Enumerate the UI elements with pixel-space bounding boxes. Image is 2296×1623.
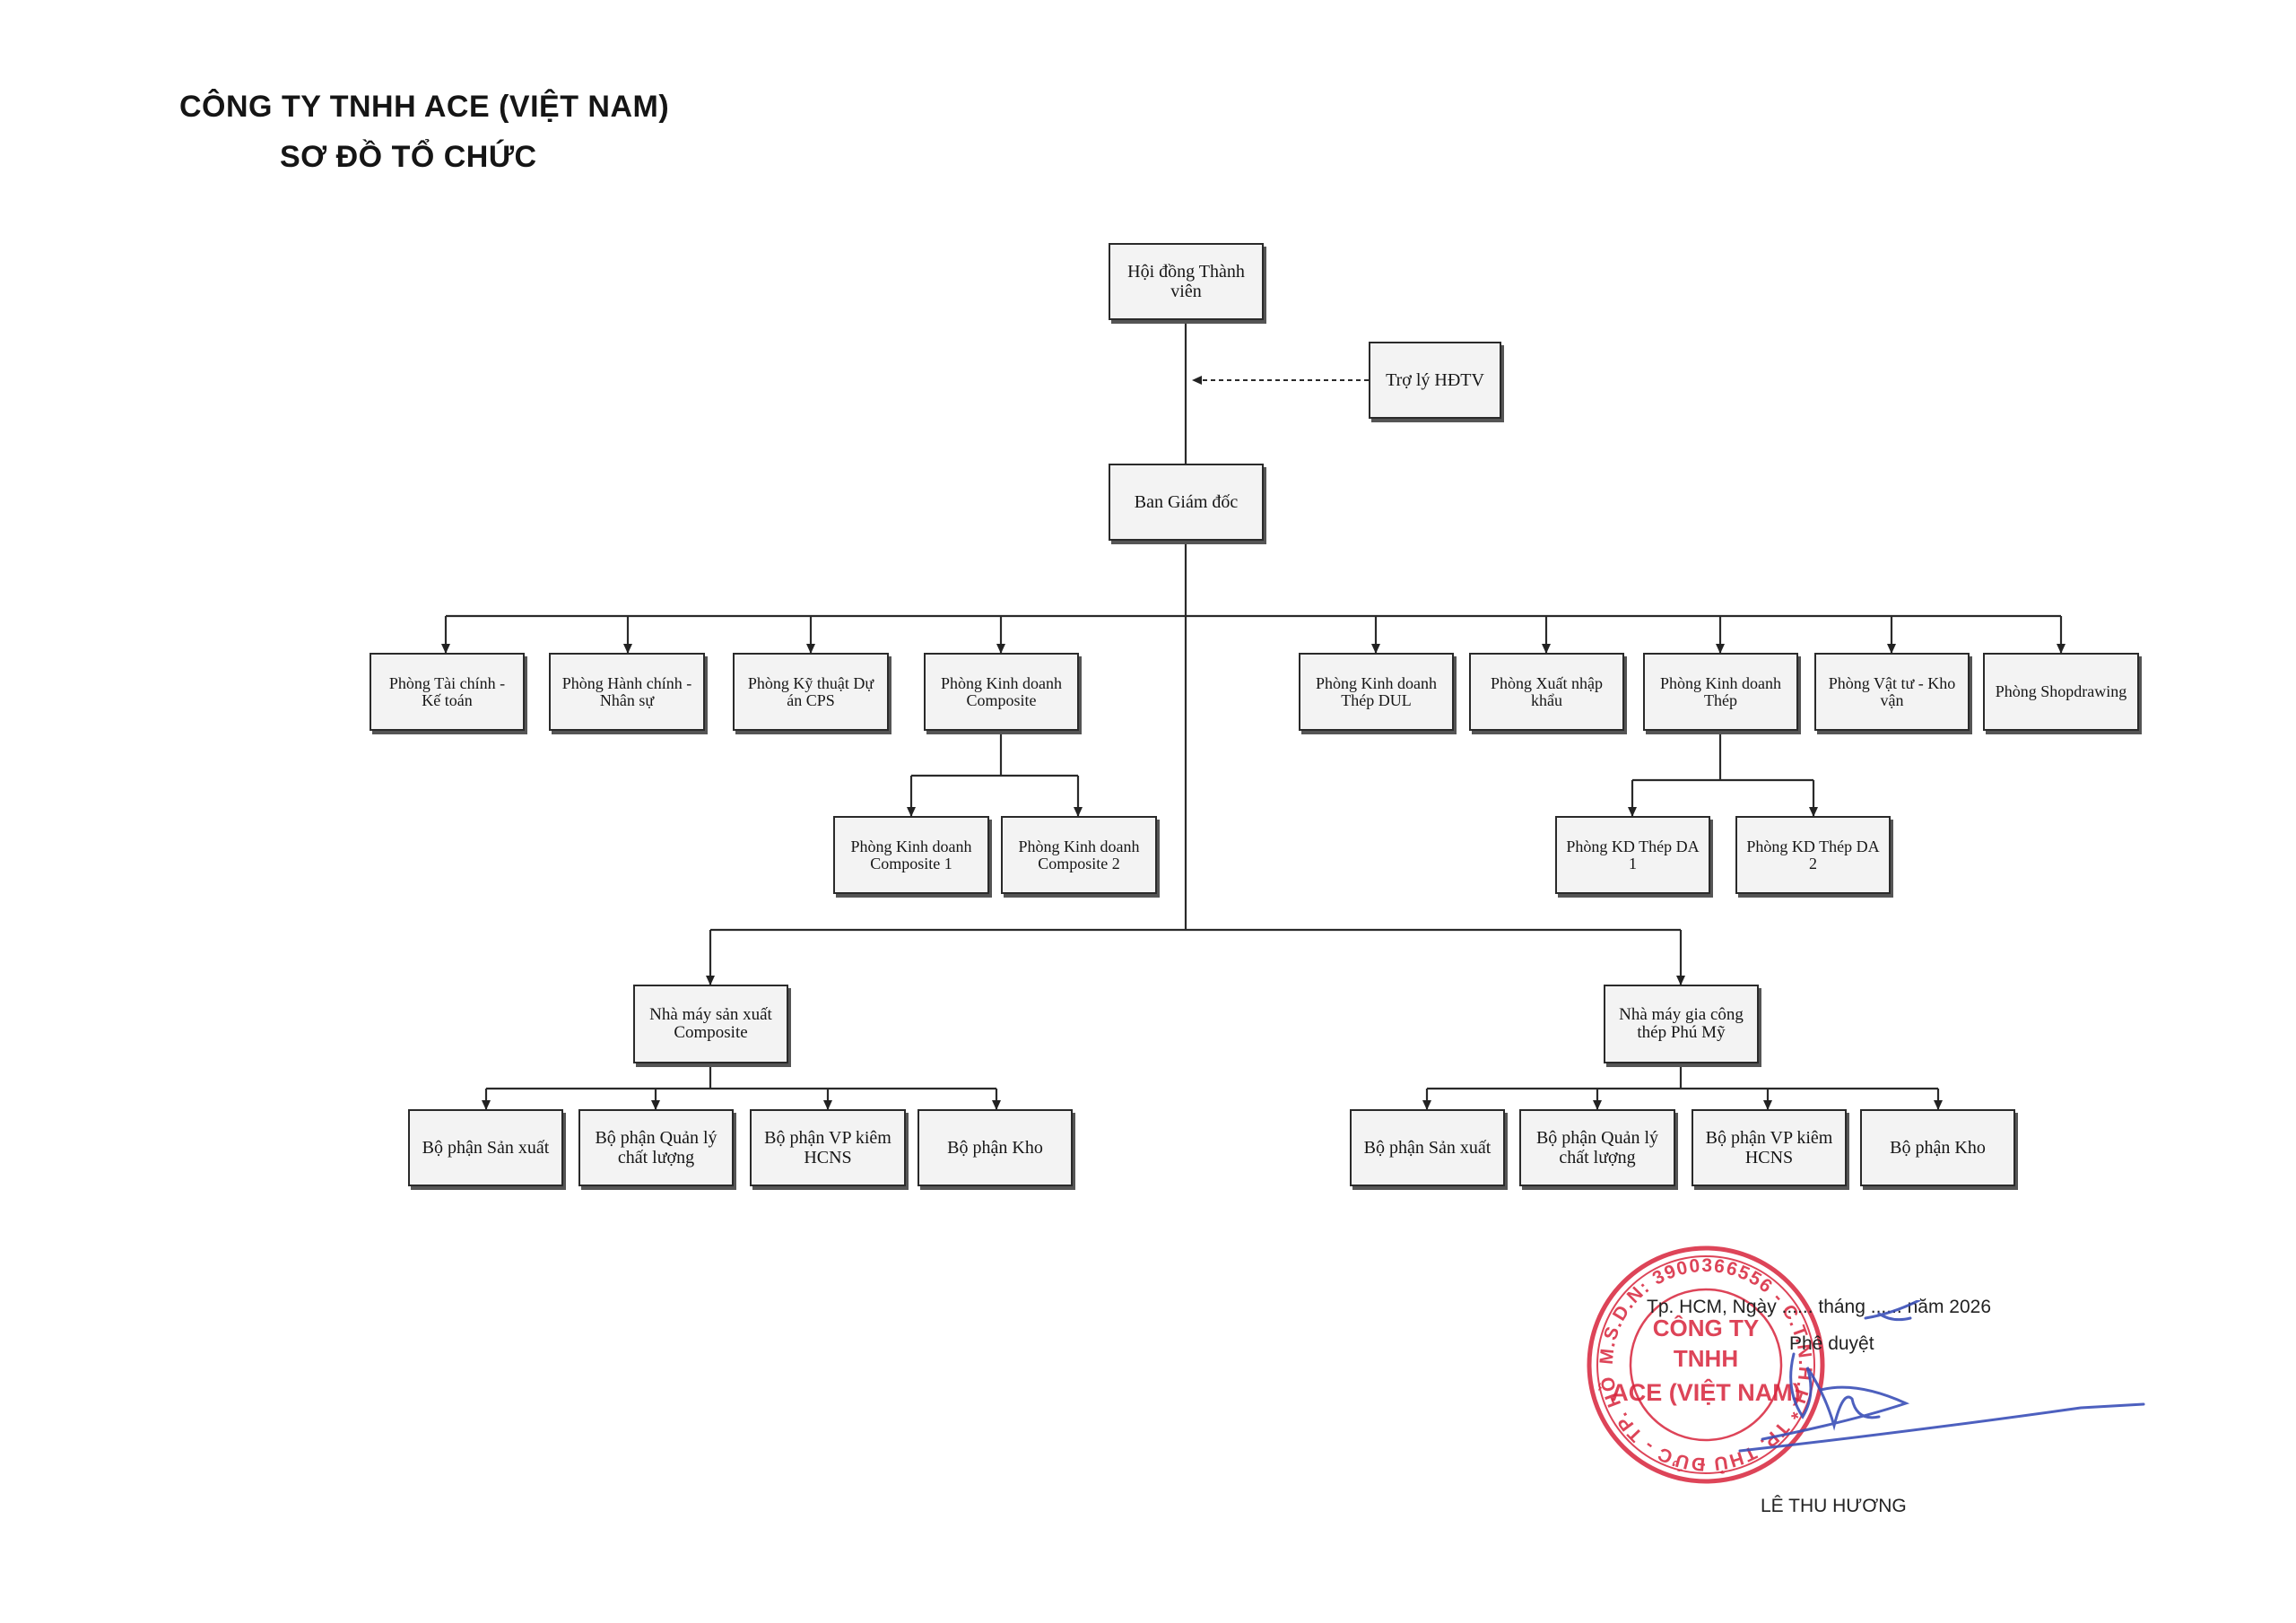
board-box: Hội đồng Thành viên	[1109, 243, 1264, 320]
steel-unit-warehouse-box: Bộ phận Kho	[1860, 1109, 2015, 1186]
stamp-center-line-2: TNHH	[1674, 1345, 1738, 1372]
unit-label: Bộ phận Sản xuất	[422, 1138, 550, 1158]
unit-label: Bộ phận Kho	[1890, 1138, 1986, 1158]
unit-label: Bộ phận VP kiêm HCNS	[1705, 1128, 1833, 1167]
dept-finance-label: Phòng Tài chính - Kế toán	[388, 673, 506, 709]
dept-import-export-label: Phòng Xuất nhập khẩu	[1491, 673, 1603, 709]
dept-finance-box: Phòng Tài chính - Kế toán	[370, 653, 525, 731]
dept-sales-composite-label: Phòng Kinh doanh Composite	[941, 673, 1062, 709]
factory-steel-label: Nhà máy gia công thép Phú Mỹ	[1619, 1005, 1744, 1042]
composite-unit-warehouse-box: Bộ phận Kho	[918, 1109, 1073, 1186]
dept-project-tech-label: Phòng Kỹ thuật Dự án CPS	[747, 673, 874, 709]
dept-project-tech-box: Phòng Kỹ thuật Dự án CPS	[733, 653, 889, 731]
subdept-composite-1-label: Phòng Kinh doanh Composite 1	[850, 837, 972, 872]
dept-sales-steel-dul-box: Phòng Kinh doanh Thép DUL	[1299, 653, 1454, 731]
dept-hr-admin-box: Phòng Hành chính - Nhân sự	[549, 653, 705, 731]
unit-label: Bộ phận Quản lý chất lượng	[595, 1128, 718, 1167]
steel-unit-quality-box: Bộ phận Quản lý chất lượng	[1519, 1109, 1675, 1186]
signer-name: LÊ THU HƯƠNG	[1761, 1496, 1907, 1516]
dept-import-export-box: Phòng Xuất nhập khẩu	[1469, 653, 1624, 731]
dept-sales-steel-dul-label: Phòng Kinh doanh Thép DUL	[1316, 673, 1437, 709]
steel-unit-production-box: Bộ phận Sản xuất	[1350, 1109, 1505, 1186]
factory-steel-box: Nhà máy gia công thép Phú Mỹ	[1604, 985, 1759, 1063]
unit-label: Bộ phận VP kiêm HCNS	[764, 1128, 891, 1167]
board-assistant-box: Trợ lý HĐTV	[1369, 342, 1501, 419]
directors-label: Ban Giám đốc	[1134, 492, 1239, 512]
approval-place-date: Tp. HCM, Ngày ...... tháng ...... năm 20…	[1647, 1297, 1991, 1317]
subdept-composite-2-box: Phòng Kinh doanh Composite 2	[1001, 816, 1157, 894]
dept-materials-logistics-box: Phòng Vật tư - Kho vận	[1814, 653, 1970, 731]
dept-materials-logistics-label: Phòng Vật tư - Kho vận	[1828, 673, 1956, 709]
steel-unit-office-hr-box: Bộ phận VP kiêm HCNS	[1692, 1109, 1847, 1186]
stamp-center-line-1: CÔNG TY	[1653, 1315, 1759, 1341]
approval-label: Phê duyệt	[1789, 1333, 1874, 1354]
subdept-composite-2-label: Phòng Kinh doanh Composite 2	[1018, 837, 1140, 872]
company-name: CÔNG TY TNHH ACE (VIỆT NAM)	[179, 90, 670, 124]
dept-shopdrawing-label: Phòng Shopdrawing	[1995, 682, 2127, 700]
factory-composite-box: Nhà máy sản xuất Composite	[633, 985, 788, 1063]
unit-label: Bộ phận Kho	[947, 1138, 1043, 1158]
composite-unit-quality-box: Bộ phận Quản lý chất lượng	[578, 1109, 734, 1186]
dept-sales-steel-box: Phòng Kinh doanh Thép	[1643, 653, 1798, 731]
subdept-steel-da2-box: Phòng KD Thép DA 2	[1735, 816, 1891, 894]
unit-label: Bộ phận Quản lý chất lượng	[1535, 1128, 1659, 1167]
factory-composite-label: Nhà máy sản xuất Composite	[649, 1005, 772, 1042]
dept-sales-steel-label: Phòng Kinh doanh Thép	[1660, 673, 1781, 709]
subdept-steel-da2-label: Phòng KD Thép DA 2	[1746, 837, 1880, 872]
dept-hr-admin-label: Phòng Hành chính - Nhân sự	[561, 673, 692, 709]
stamp-center-line-3: ACE (VIỆT NAM)	[1611, 1378, 1801, 1406]
subdept-steel-da1-label: Phòng KD Thép DA 1	[1566, 837, 1700, 872]
subdept-steel-da1-box: Phòng KD Thép DA 1	[1555, 816, 1710, 894]
dept-sales-composite-box: Phòng Kinh doanh Composite	[924, 653, 1079, 731]
unit-label: Bộ phận Sản xuất	[1363, 1138, 1492, 1158]
composite-unit-production-box: Bộ phận Sản xuất	[408, 1109, 563, 1186]
directors-box: Ban Giám đốc	[1109, 464, 1264, 541]
chart-title: SƠ ĐỒ TỔ CHỨC	[280, 140, 537, 174]
handwritten-signature	[1738, 1300, 2145, 1453]
dept-shopdrawing-box: Phòng Shopdrawing	[1983, 653, 2139, 731]
subdept-composite-1-box: Phòng Kinh doanh Composite 1	[833, 816, 989, 894]
composite-unit-office-hr-box: Bộ phận VP kiêm HCNS	[750, 1109, 906, 1186]
board-label: Hội đồng Thành viên	[1127, 262, 1245, 301]
board-assistant-label: Trợ lý HĐTV	[1386, 370, 1484, 390]
